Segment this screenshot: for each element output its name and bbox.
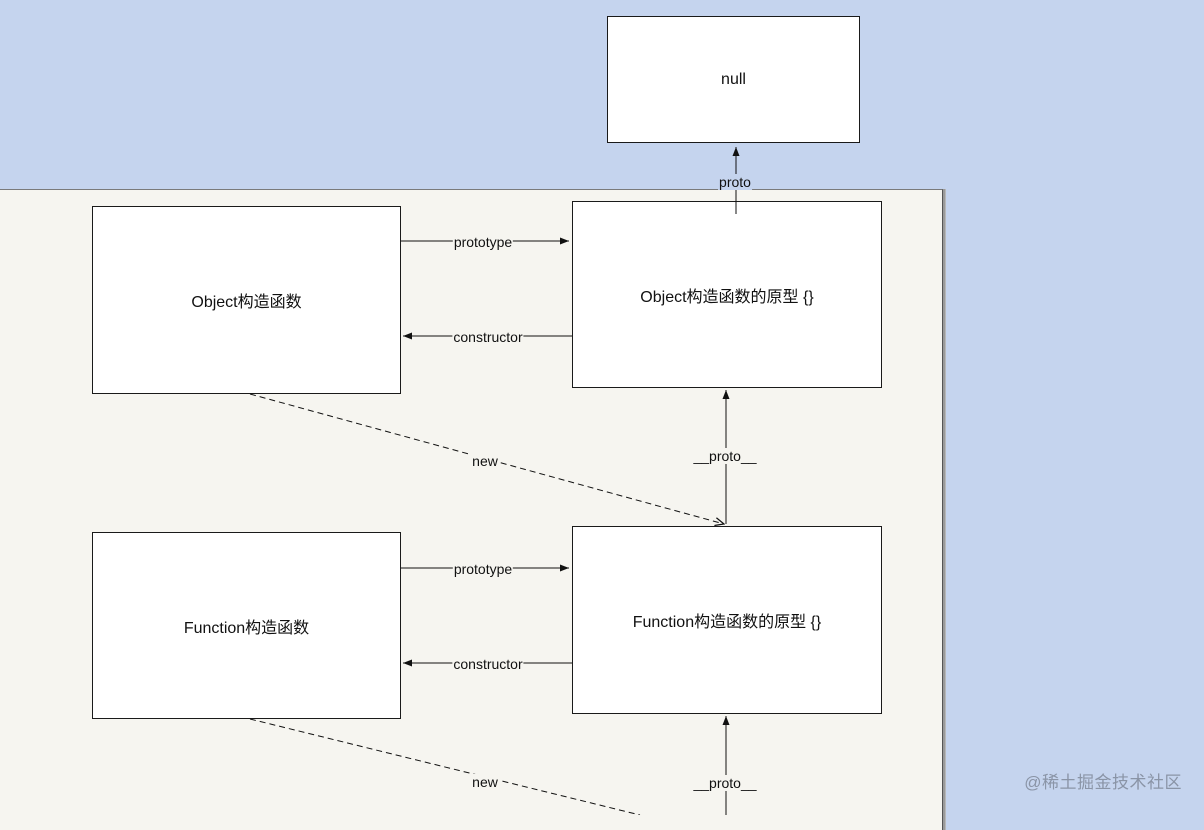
- node-object-constructor-label: Object构造函数: [191, 294, 302, 311]
- edge-label-function-new: new: [471, 774, 499, 790]
- watermark: @稀土掘金技术社区: [1024, 773, 1182, 792]
- node-function-prototype[interactable]: Function构造函数的原型 {}: [572, 526, 882, 714]
- edge-function-new: [249, 718, 641, 815]
- edge-label-function-constructor: constructor: [452, 656, 524, 672]
- node-object-prototype[interactable]: Object构造函数的原型 {}: [572, 201, 882, 388]
- node-object-constructor[interactable]: Object构造函数: [92, 206, 401, 394]
- node-function-constructor[interactable]: Function构造函数: [92, 532, 401, 719]
- edge-label-function-proto-up: __proto__: [692, 448, 758, 464]
- node-function-constructor-label: Function构造函数: [183, 619, 310, 637]
- edge-label-function-prototype: prototype: [452, 561, 514, 577]
- edge-label-function-proto-down: __proto__: [692, 775, 758, 791]
- edge-label-object-constructor: constructor: [452, 329, 524, 345]
- node-function-prototype-label: Function构造函数的原型 {}: [632, 614, 822, 631]
- node-object-prototype-label: Object构造函数的原型 {}: [640, 288, 814, 306]
- node-null-label: null: [721, 70, 746, 88]
- edge-label-object-prototype: prototype: [452, 234, 514, 250]
- edge-label-proto-null: proto: [718, 174, 752, 190]
- node-null[interactable]: null: [607, 16, 860, 143]
- edge-label-object-new: new: [471, 453, 499, 469]
